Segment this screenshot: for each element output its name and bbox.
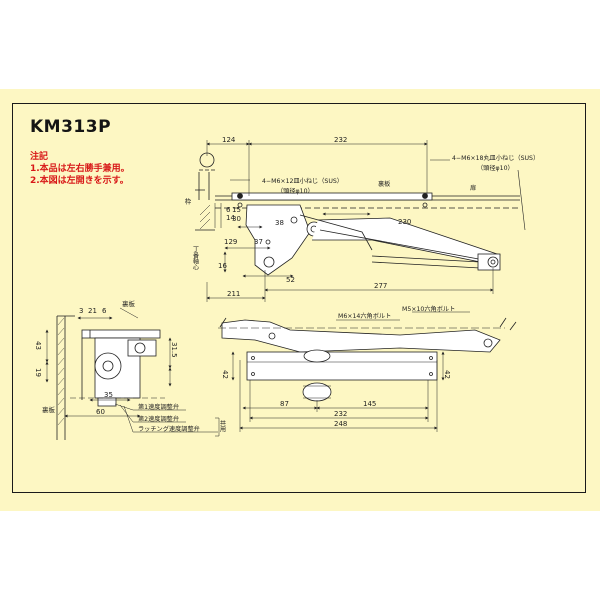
dim-15: 15	[232, 206, 241, 214]
side-dimensions	[45, 307, 220, 437]
top-dimension-labels: 124 232 230 38 129 37 16 52 211 277 6 14…	[218, 136, 411, 298]
frame-label: 枠	[183, 197, 191, 206]
screw-left-sub: （頭径φ10）	[277, 187, 314, 195]
bolt-m6-label: M6×14六角ボルト	[338, 312, 391, 320]
dim-16-top: 16	[218, 262, 227, 270]
dim-31-5: 31.5	[170, 342, 178, 358]
dim-6-side: 6	[102, 307, 107, 315]
bolt-m5-label: M5×10六角ボルト	[402, 305, 455, 313]
dim-248: 248	[334, 420, 347, 428]
dim-129: 129	[224, 238, 237, 246]
dim-277: 277	[374, 282, 387, 290]
dim-145: 145	[363, 400, 376, 408]
screw-left-label: 4−M6×12皿小ねじ（SUS）	[262, 177, 343, 185]
bottom-labels: M6×14六角ボルト M5×10六角ボルト 42 42 87 145 232 2…	[221, 305, 455, 428]
dim-6: 6	[226, 206, 231, 214]
dim-35: 35	[104, 391, 113, 399]
dim-3: 3	[79, 307, 83, 315]
back-plate-left-label: 裏板	[42, 405, 56, 414]
dim-21: 21	[88, 307, 97, 315]
top-view	[195, 152, 526, 276]
notes-heading: 注記	[30, 152, 49, 162]
valve-latch-label: ラッチング速度調整弁	[138, 425, 200, 433]
dim-87: 87	[280, 400, 289, 408]
side-labels: 3 21 6 43 19 31.5 35 60 裏板 裏板 第1速度調整弁 第2…	[34, 299, 226, 434]
side-view	[56, 315, 165, 440]
dim-232-bottom: 232	[334, 410, 347, 418]
screw-right-sub: （頭径φ10）	[477, 164, 514, 172]
dim-43: 43	[34, 341, 42, 350]
screw-right-label: 4−M6×18丸皿小ねじ（SUS）	[452, 154, 539, 162]
dim-42-right: 42	[443, 370, 451, 379]
valve-2-label: 第2速度調整弁	[138, 415, 179, 423]
back-plate-label: 裏板	[378, 180, 390, 188]
drawing-sheet	[0, 89, 600, 511]
door-label: 扉	[470, 184, 476, 192]
note-line-1: 1.本品は左右勝手兼用。	[30, 164, 130, 174]
dim-232-top: 232	[334, 136, 347, 144]
dim-124: 124	[222, 136, 236, 144]
back-plate-top-label: 裏板	[122, 299, 136, 308]
top-dimensions	[206, 140, 494, 302]
top-callouts: 4−M6×18丸皿小ねじ（SUS） （頭径φ10） 4−M6×12皿小ねじ（SU…	[183, 154, 539, 270]
dim-37: 37	[254, 238, 263, 246]
dim-211: 211	[227, 290, 240, 298]
model-title: KM313P	[30, 117, 112, 137]
dim-38: 38	[275, 219, 284, 227]
drawing-frame	[12, 103, 586, 493]
dim-52: 52	[286, 276, 295, 284]
hinge-axis-label: 丁番軸心	[192, 246, 199, 270]
note-line-2: 2.本図は左開きを示す。	[30, 176, 129, 186]
bottom-dimensions	[231, 311, 470, 432]
dim-42-left: 42	[221, 370, 229, 379]
dim-19: 19	[34, 368, 42, 377]
bottom-view	[218, 317, 517, 402]
shared-label: 共用	[219, 419, 226, 433]
dim-60: 60	[96, 408, 105, 416]
dim-230: 230	[398, 218, 411, 226]
dim-14: 14	[226, 214, 235, 222]
dim-30: 30	[232, 215, 241, 223]
valve-1-label: 第1速度調整弁	[138, 403, 179, 411]
